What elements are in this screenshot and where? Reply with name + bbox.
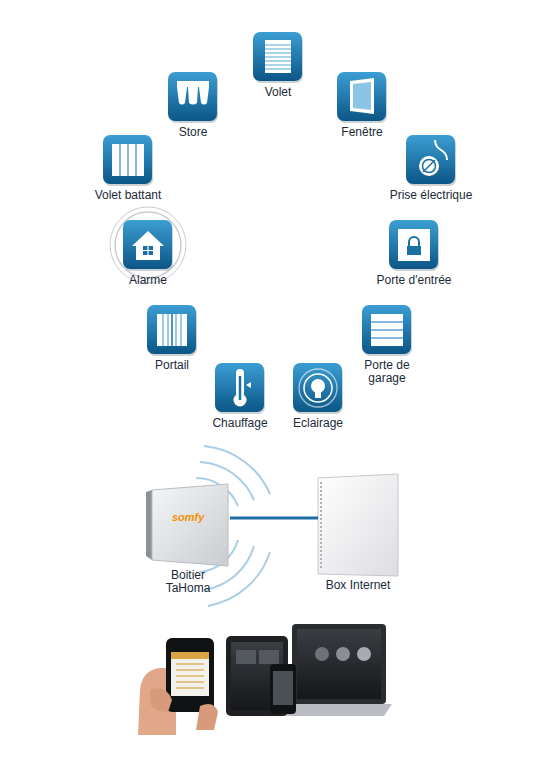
node-label: Volet (238, 86, 318, 99)
heating-icon-node: Chauffage (214, 362, 266, 414)
node-label: Box Internet (323, 579, 393, 592)
icon-tile (336, 71, 388, 123)
node-label: Porte de garage (356, 359, 418, 385)
node-label: Chauffage (195, 417, 285, 430)
node-label: Volet battant (73, 189, 183, 202)
icon-tile (214, 362, 266, 414)
icon-tile (252, 31, 304, 83)
node-label: Store (153, 126, 233, 139)
socket-icon-node: Prise électrique (405, 134, 457, 186)
node-label: Fenêtre (322, 126, 402, 139)
awning-icon-node: Store (167, 71, 219, 123)
devices-illustration (138, 624, 392, 735)
brand-logo-text: somfy (172, 511, 204, 523)
lighting-icon-node: Eclairage (292, 362, 344, 414)
entry-door-icon-node: Porte d'entrée (388, 219, 440, 271)
node-label: Alarme (108, 274, 188, 287)
icon-tile (388, 219, 440, 271)
swing-shutter-icon-node: Volet battant (102, 134, 154, 186)
icon-tile (122, 219, 174, 271)
tahoma-box-drawing (146, 484, 228, 566)
shutter-icon-node: Volet (252, 31, 304, 83)
tahoma-box-node: Boitier TaHoma (146, 484, 230, 566)
alarm-icon-node: Alarme (122, 219, 174, 271)
icon-tile (102, 134, 154, 186)
network-link (230, 518, 318, 519)
icon-tile (167, 71, 219, 123)
icon-tile (405, 134, 457, 186)
icon-tile (361, 304, 413, 356)
node-label: Portail (132, 359, 212, 372)
gate-icon-node: Portail (146, 304, 198, 356)
internet-box-node: Box Internet (318, 474, 398, 576)
alarm-rings (110, 207, 186, 283)
garage-door-icon-node: Porte de garage (361, 304, 413, 356)
node-label: Eclairage (273, 417, 363, 430)
node-label: Porte d'entrée (359, 274, 469, 287)
icon-tile (146, 304, 198, 356)
icon-tile (292, 362, 344, 414)
window-icon-node: Fenêtre (336, 71, 388, 123)
node-label: Boitier TaHoma (153, 569, 223, 595)
node-label: Prise électrique (371, 189, 491, 202)
internet-box-drawing (318, 474, 398, 576)
